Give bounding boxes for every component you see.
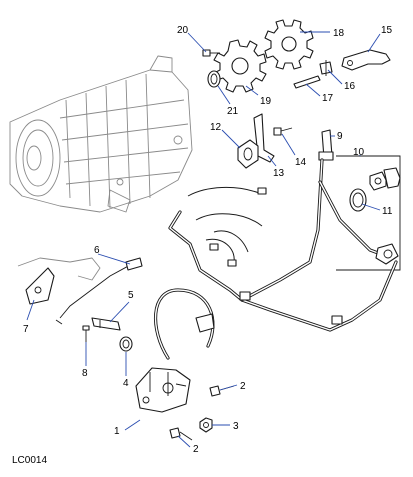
callout-16: 16 (344, 81, 356, 92)
part-14-bolt (273, 127, 293, 136)
transmission-housing (9, 55, 193, 213)
callouts: 1 2 2 3 4 5 6 7 8 9 10 11 12 13 14 15 16… (23, 25, 393, 455)
callout-5: 5 (128, 290, 134, 301)
callout-20: 20 (177, 25, 189, 36)
part-21-ring (207, 70, 221, 88)
callout-8: 8 (82, 368, 88, 379)
callout-10: 10 (353, 147, 365, 158)
part-9-sensor (318, 129, 334, 161)
part-2-bolt-upper (209, 385, 235, 397)
callout-21: 21 (227, 106, 239, 117)
part-4-bushing (119, 336, 133, 352)
part-7-bracket (25, 267, 55, 305)
part-18-gear-upper (264, 19, 314, 70)
part-10-connector-group (336, 155, 401, 271)
leader-lines (26, 31, 381, 448)
callout-18: 18 (333, 28, 345, 39)
part-19-gear-lower (213, 39, 267, 93)
callout-17: 17 (322, 93, 334, 104)
part-16-clip (319, 60, 333, 76)
callout-9: 9 (337, 131, 343, 142)
part-20-bolt (202, 49, 220, 57)
callout-14: 14 (295, 157, 307, 168)
part-6-rod (55, 257, 143, 325)
part-5-pin (91, 317, 121, 331)
callout-1: 1 (114, 426, 120, 437)
callout-11: 11 (382, 206, 393, 217)
part-2-bolt-lower (169, 427, 193, 441)
callout-12: 12 (210, 122, 222, 133)
part-11-seal (349, 188, 367, 212)
callout-15: 15 (381, 25, 393, 36)
part-8-screw (82, 325, 90, 342)
callout-4: 4 (123, 378, 129, 389)
callout-2-upper: 2 (240, 381, 246, 392)
callout-3: 3 (233, 421, 239, 432)
diagram-code: LC0014 (12, 455, 47, 466)
part-15-lever (341, 49, 391, 71)
callout-7: 7 (23, 324, 29, 335)
part-3-nut (199, 417, 213, 433)
callout-2-lower: 2 (193, 444, 199, 455)
ghost-bracket-outline (17, 257, 101, 281)
callout-19: 19 (260, 96, 272, 107)
callout-13: 13 (273, 168, 285, 179)
part-17-pin (293, 75, 321, 89)
part-1-switch (135, 288, 215, 413)
wiring-harness (168, 158, 399, 332)
callout-6: 6 (94, 245, 100, 256)
part-12-clamp (237, 139, 259, 169)
